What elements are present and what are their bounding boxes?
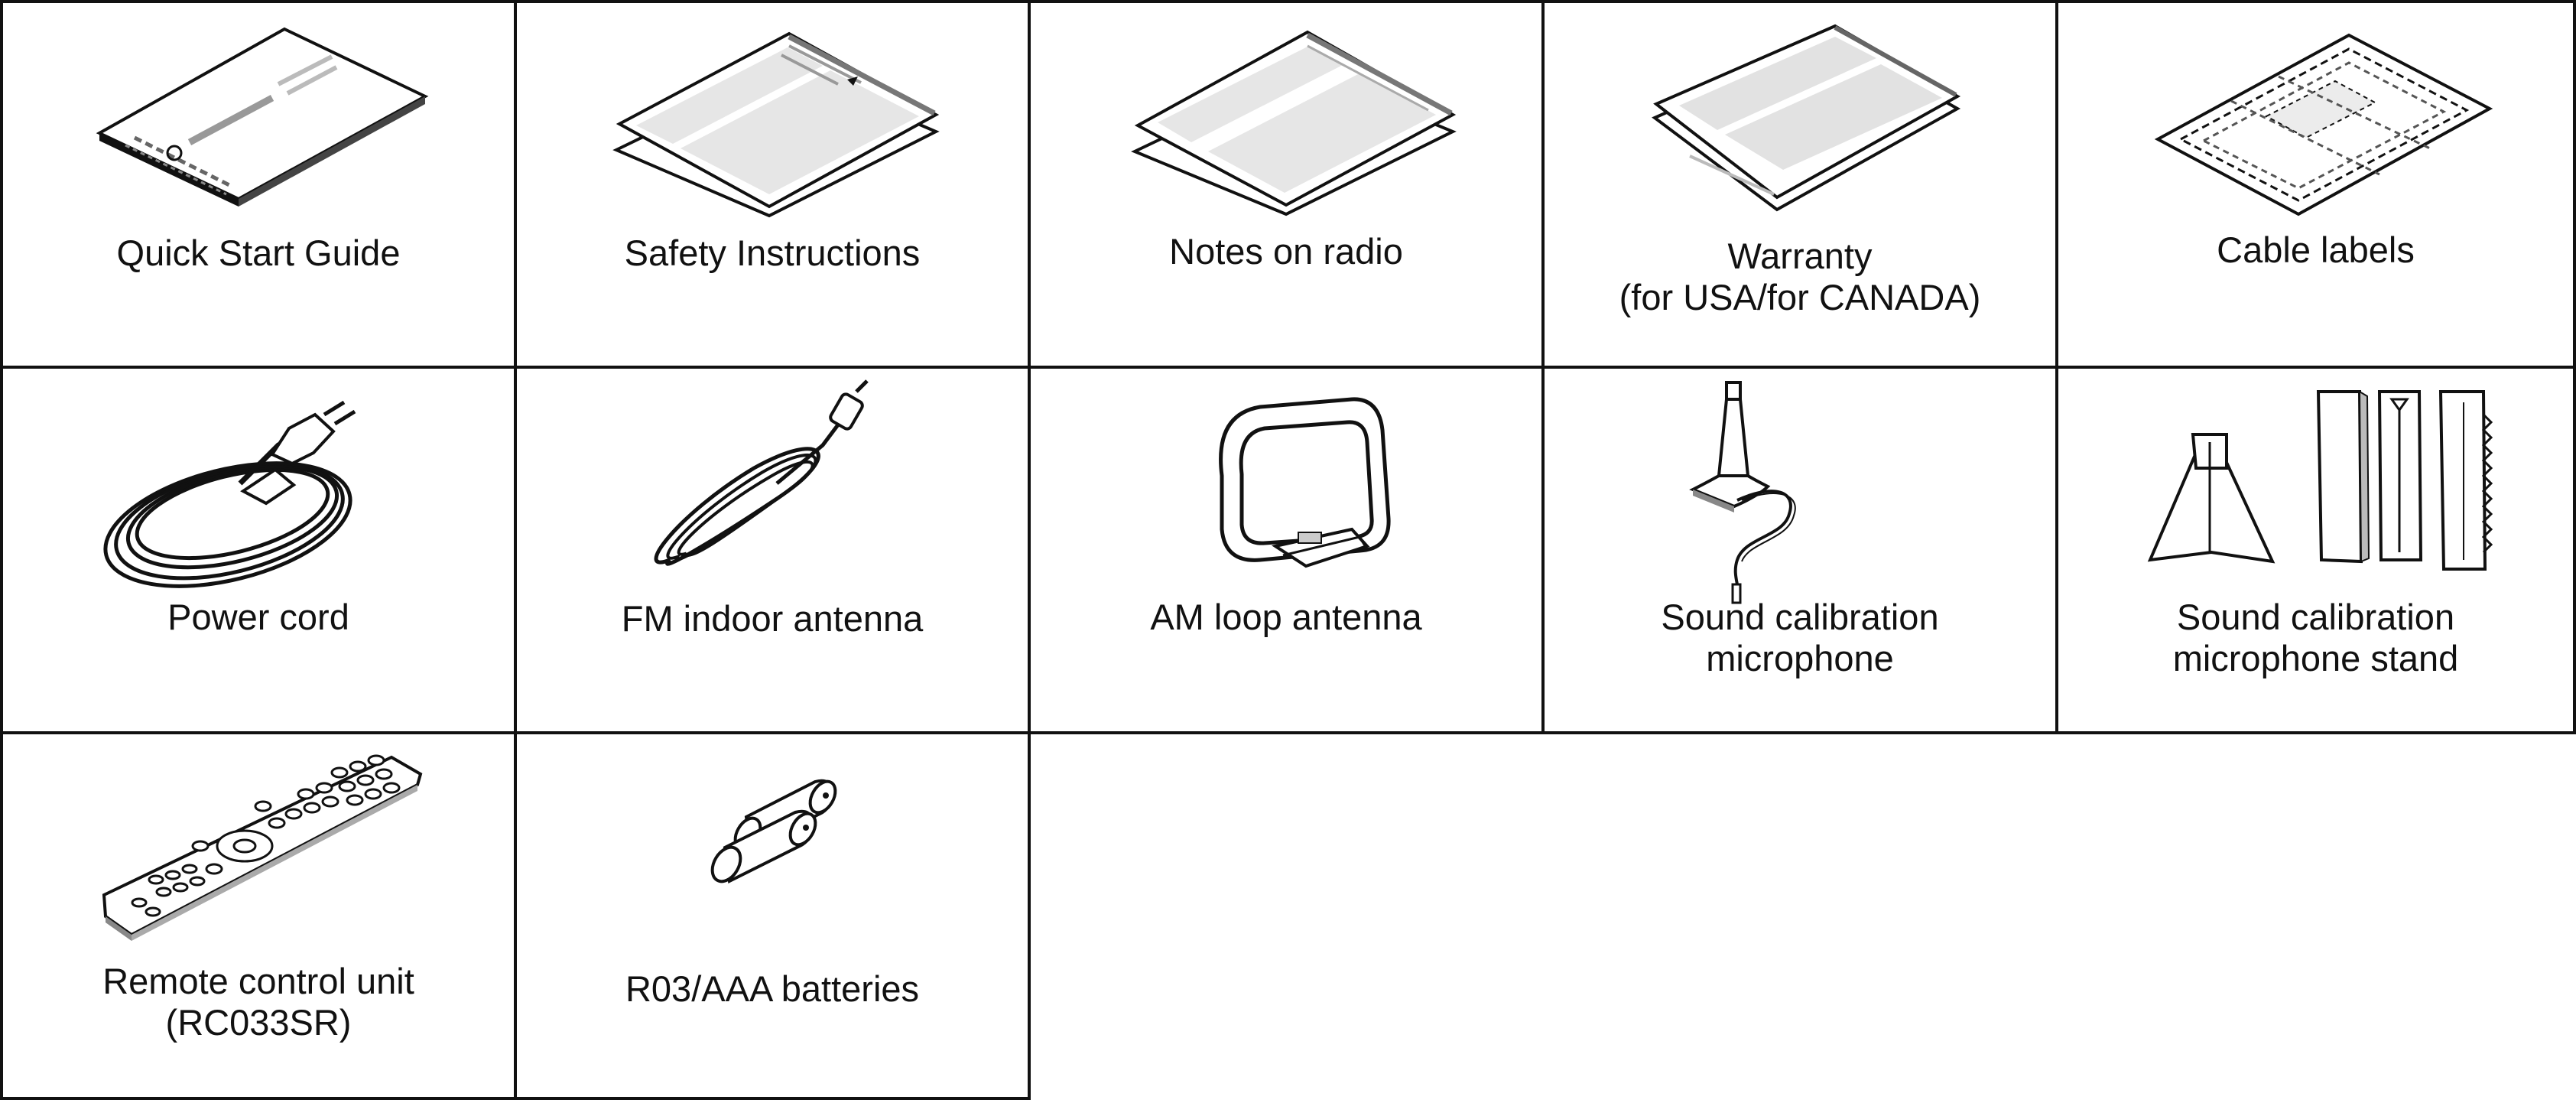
microphone-icon	[1689, 381, 1796, 604]
sheet-icon	[612, 31, 940, 218]
accessory-label: Power cord	[167, 597, 349, 637]
accessory-cell-power-cord: Power cord	[0, 366, 517, 734]
accessory-cell-am-loop-antenna: AM loop antenna	[1028, 366, 1545, 734]
accessory-cell-cable-labels: Cable labels	[2055, 0, 2576, 369]
batteries-icon	[710, 779, 837, 884]
accessory-label: R03/AAA batteries	[625, 968, 920, 1009]
booklet-icon	[96, 27, 429, 207]
accessory-cell-warranty: Warranty (for USA/for CANADA)	[1541, 0, 2058, 369]
accessory-label: Safety Instructions	[624, 233, 921, 273]
accessory-label: Notes on radio	[1169, 231, 1403, 272]
accessory-label: Cable labels	[2217, 229, 2415, 270]
sheet-icon	[1131, 30, 1457, 216]
label-sheet-icon	[2154, 33, 2493, 216]
accessory-label: Sound calibration microphone stand	[2172, 597, 2459, 678]
accessory-cell-remote-control-unit: Remote control unit (RC033SR)	[0, 731, 517, 1100]
microphone-stand-icon	[2147, 390, 2493, 571]
am-loop-antenna-icon	[1219, 397, 1391, 568]
accessory-cell-fm-indoor-antenna: FM indoor antenna	[514, 366, 1031, 734]
accessory-label: Sound calibration microphone	[1661, 597, 1939, 678]
accessory-cell-safety-instructions: Safety Instructions	[514, 0, 1031, 369]
accessory-cell-batteries: R03/AAA batteries	[514, 731, 1031, 1100]
accessory-cell-sound-calibration-microphone-stand: Sound calibration microphone stand	[2055, 366, 2576, 734]
accessory-label: Warranty (for USA/for CANADA)	[1619, 236, 1981, 317]
remote-control-icon	[102, 754, 423, 941]
accessory-label: Quick Start Guide	[116, 233, 401, 273]
accessory-cell-sound-calibration-microphone: Sound calibration microphone	[1541, 366, 2058, 734]
accessory-label: FM indoor antenna	[621, 598, 924, 639]
accessory-label: Remote control unit (RC033SR)	[102, 961, 414, 1043]
accessory-cell-quick-start-guide: Quick Start Guide	[0, 0, 517, 369]
accessory-label: AM loop antenna	[1150, 597, 1422, 637]
power-cord-icon	[103, 400, 356, 588]
accessory-cell-notes-on-radio: Notes on radio	[1028, 0, 1545, 369]
sheet-icon	[1652, 24, 1961, 212]
fm-antenna-icon	[654, 379, 869, 566]
